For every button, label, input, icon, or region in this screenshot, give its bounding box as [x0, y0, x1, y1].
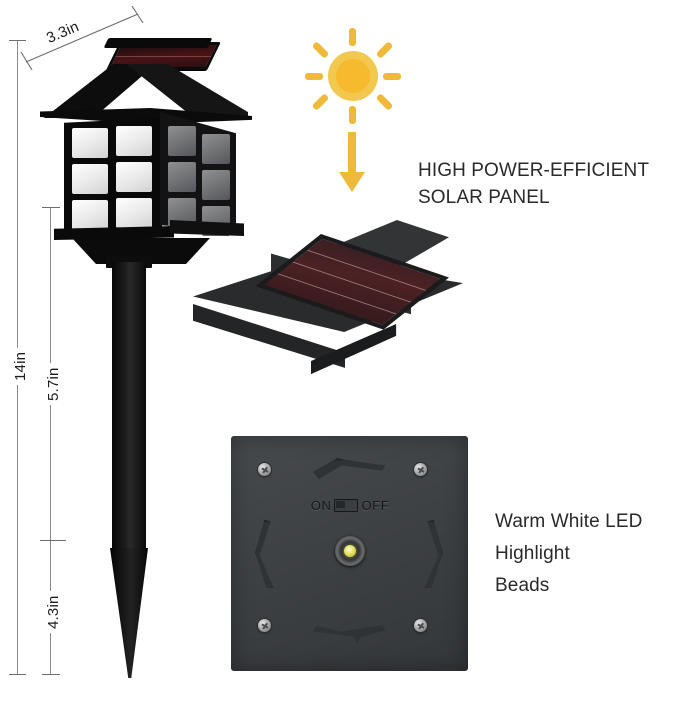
width-dimension	[18, 5, 158, 71]
sun-ray	[305, 73, 323, 80]
lantern-pane	[116, 162, 152, 192]
screw-icon	[414, 619, 427, 632]
sun-ray	[349, 28, 356, 46]
lantern-roof-brim	[40, 108, 252, 124]
vent-slot	[313, 458, 385, 480]
lantern-pane	[202, 134, 230, 164]
lantern-pane	[72, 164, 108, 194]
stake-pole	[112, 262, 146, 552]
led-bead	[335, 536, 365, 566]
screw-icon	[258, 463, 271, 476]
lantern-pane	[116, 198, 152, 228]
sun-arrow-head	[339, 172, 365, 192]
sun-ray	[311, 93, 330, 111]
lantern-base-collar-side	[170, 220, 244, 236]
screw-icon	[258, 619, 271, 632]
led-callout-line1: Warm White LED	[495, 511, 643, 532]
solar-panel-callout: HIGH POWER-EFFICIENT SOLAR PANEL	[418, 157, 649, 211]
lantern-pane	[72, 200, 108, 230]
sun-icon	[305, 28, 401, 124]
segment-dimension-line	[50, 207, 51, 675]
lantern-cap-rim	[103, 38, 213, 48]
sun-arrow-shaft	[348, 132, 356, 176]
sun-ray	[375, 41, 394, 59]
lantern-product-image	[18, 20, 252, 680]
led-callout: Warm White LED Highlight Beads	[495, 506, 642, 602]
vent-slot	[255, 520, 274, 588]
switch-slider[interactable]	[334, 499, 359, 512]
sun-ray	[375, 93, 394, 111]
solar-panel-callout-line2: SOLAR PANEL	[418, 187, 550, 208]
led-bead-emitter	[344, 545, 356, 557]
lantern-height-top-tick	[42, 207, 60, 208]
sun-ray	[349, 106, 356, 124]
total-height-bottom-tick	[9, 674, 26, 675]
sun-ray	[311, 41, 330, 59]
vent-slot	[424, 520, 443, 588]
solar-panel-callout-line1: HIGH POWER-EFFICIENT	[418, 160, 650, 181]
width-dimension-line	[20, 5, 144, 71]
lantern-pane	[72, 128, 108, 158]
bottom-panel-image: ON OFF	[231, 436, 468, 671]
switch-off-label: OFF	[361, 498, 390, 513]
lantern-pane	[168, 126, 196, 156]
lantern-pane	[116, 126, 152, 156]
screw-icon	[414, 463, 427, 476]
on-off-switch[interactable]: ON OFF	[285, 498, 415, 513]
sun-ray	[383, 73, 401, 80]
total-height-top-tick	[9, 40, 26, 41]
stake-height-bottom-tick	[42, 674, 60, 675]
switch-on-label: ON	[310, 498, 332, 513]
lantern-pane	[168, 162, 196, 192]
solar-module-base-right	[311, 324, 397, 375]
lantern-base-collar	[54, 226, 174, 240]
vent-slot	[313, 625, 385, 644]
lantern-pane	[202, 170, 230, 200]
segment-divider-tick	[40, 540, 66, 541]
ground-spike	[110, 548, 148, 678]
solar-cell-gridline	[292, 261, 412, 303]
sun-core	[336, 59, 370, 93]
led-callout-line3: Beads	[495, 575, 550, 596]
led-callout-line2: Highlight	[495, 543, 570, 564]
solar-module-image	[193, 196, 463, 391]
